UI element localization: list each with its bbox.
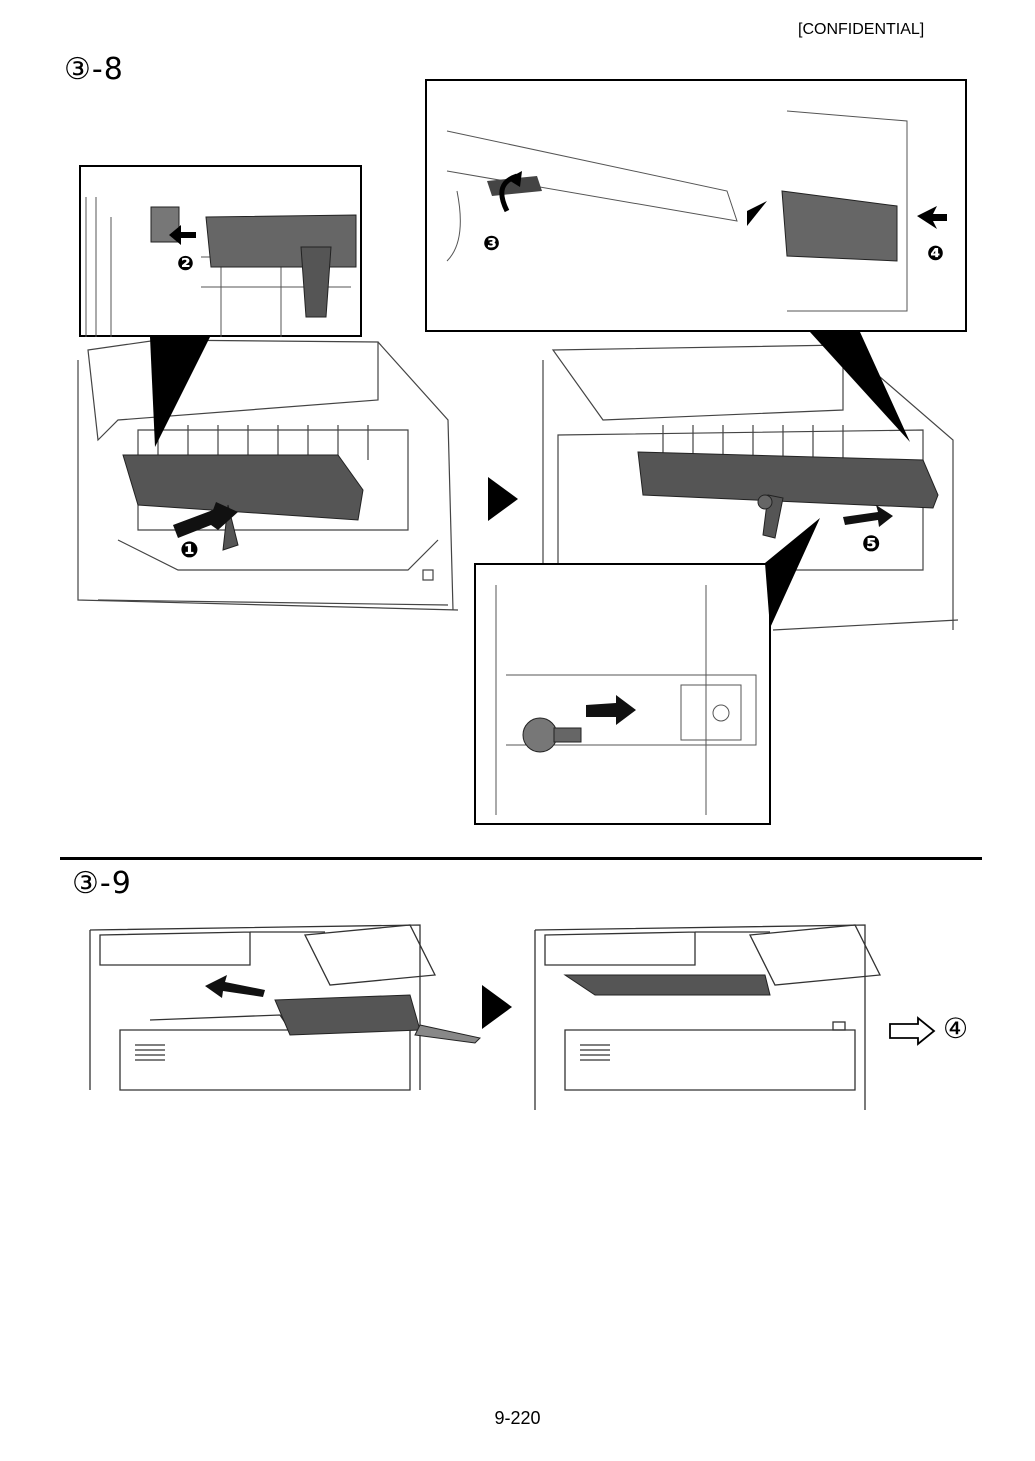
confidential-label: [CONFIDENTIAL] (798, 21, 925, 38)
callout-1: ❶ (180, 538, 199, 563)
callout-4: ❹ (927, 241, 944, 265)
callout-2: ❷ (177, 251, 194, 275)
inset-steps-3-4: ❸ ❹ (425, 79, 967, 332)
inset-step-5-illustration (495, 585, 757, 815)
step-heading-3-8: ③-8 (64, 52, 124, 87)
inset-pointer-5 (765, 518, 820, 628)
inset-step-2-illustration (85, 197, 357, 337)
next-arrow-2 (482, 985, 512, 1029)
callout-5: ❺ (862, 532, 881, 557)
tray-installed-illustration (542, 344, 959, 631)
inset-step-5 (474, 563, 771, 825)
inset-steps-3-4-illustration (446, 110, 947, 312)
tray-assembly-illustration (77, 339, 459, 611)
inset-pointer-3-4 (810, 332, 910, 442)
inset-step-2: ❷ (79, 165, 362, 337)
next-arrow-1 (488, 477, 518, 521)
page-number: 9-220 (494, 1408, 541, 1428)
copier-tray-remove-illustration (89, 924, 482, 1091)
outline-arrow-icon (889, 1016, 936, 1046)
callout-3: ❸ (483, 231, 500, 255)
step-heading-3-9: ③-9 (72, 866, 132, 901)
copier-tray-installed-illustration (534, 924, 882, 1110)
next-step-marker: ④ (943, 1012, 970, 1045)
section-divider (60, 857, 982, 860)
inset-pointer-2 (150, 337, 210, 447)
